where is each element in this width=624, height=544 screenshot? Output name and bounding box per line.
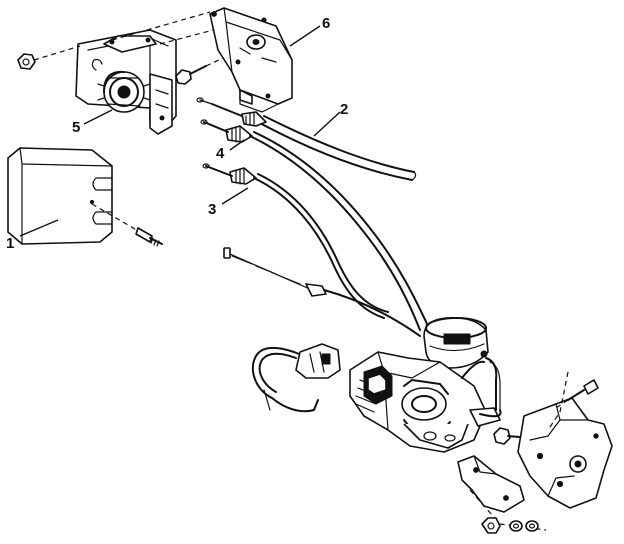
leader-line-6 bbox=[289, 25, 321, 47]
leader-line-2 bbox=[313, 111, 341, 137]
right-mounting-bracket bbox=[517, 397, 613, 509]
bottom-washer-2 bbox=[525, 520, 539, 532]
part-1-cover bbox=[7, 147, 141, 245]
part-4-cable bbox=[200, 119, 429, 331]
callout-2: 2 bbox=[340, 101, 348, 118]
cover-screw bbox=[135, 227, 163, 247]
callout-6: 6 bbox=[322, 15, 330, 32]
bottom-nut bbox=[481, 517, 501, 534]
callout-5: 5 bbox=[72, 119, 80, 136]
leader-line-4 bbox=[229, 139, 245, 151]
bottom-washer-1 bbox=[509, 520, 523, 532]
callout-1: 1 bbox=[6, 235, 14, 252]
wire-harness bbox=[251, 343, 341, 413]
leader-line-1 bbox=[19, 219, 59, 237]
bracket-dashed-guide bbox=[547, 371, 569, 431]
throttle-rod bbox=[223, 247, 421, 337]
pump-motor-unit bbox=[349, 351, 502, 453]
callout-3: 3 bbox=[208, 201, 216, 218]
part-3-cable bbox=[202, 163, 389, 319]
vacuum-actuator bbox=[423, 316, 501, 411]
part-6-mounting-bracket bbox=[209, 7, 293, 113]
alignment-line-top bbox=[111, 11, 211, 41]
leader-line-3 bbox=[221, 187, 249, 205]
part-5-drive-assembly bbox=[75, 29, 177, 135]
part-2-cable bbox=[196, 97, 417, 181]
bracket-screw-top bbox=[555, 379, 599, 409]
leader-line-5 bbox=[83, 109, 113, 125]
lower-bracket bbox=[457, 455, 525, 513]
callout-4: 4 bbox=[216, 145, 225, 162]
nut-left bbox=[17, 45, 81, 70]
